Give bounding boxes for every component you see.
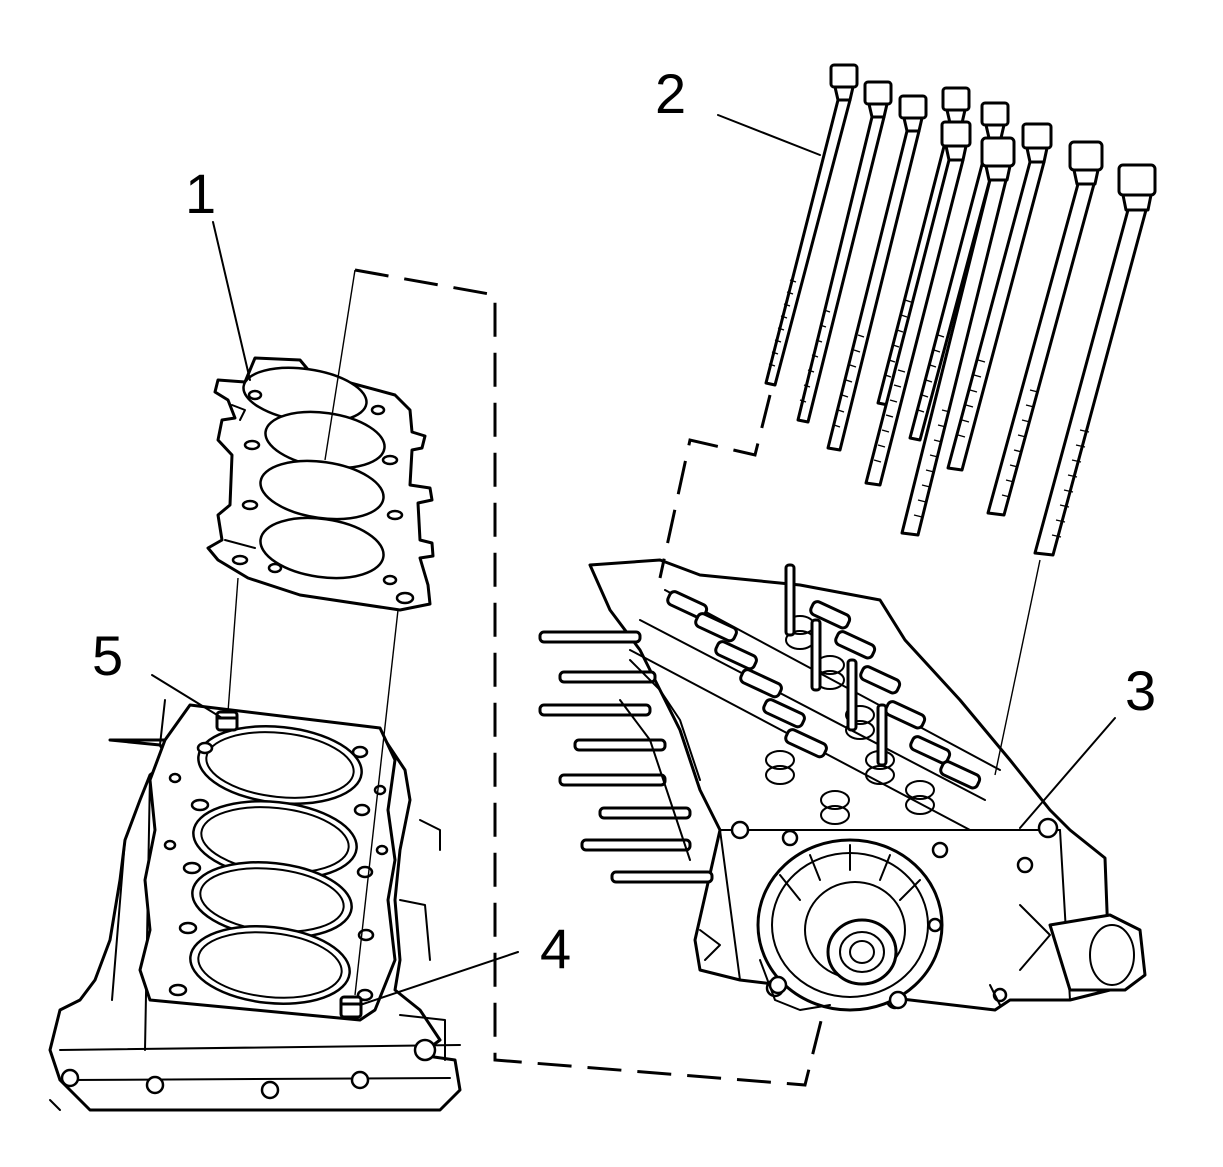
bolt-alignment-dashed-line	[658, 394, 772, 579]
camshaft-actuator	[756, 838, 944, 1012]
dowel-sleeve-4	[339, 995, 363, 1019]
callout-3: 3	[1125, 659, 1156, 722]
callout-2: 2	[655, 62, 686, 125]
cylinder-head-bolts	[764, 63, 1157, 557]
dowel-sleeve-5	[215, 710, 239, 732]
engine-block	[48, 699, 462, 1112]
head-bolt	[900, 136, 1016, 537]
cylinder-head	[538, 558, 1147, 1012]
head-bolt	[864, 120, 972, 487]
head-bolt	[946, 122, 1053, 472]
head-bolt	[796, 80, 893, 424]
callout-5: 5	[92, 624, 123, 687]
head-bolt	[1033, 163, 1157, 557]
callout-4: 4	[540, 917, 571, 980]
head-bolt	[764, 63, 859, 387]
leader-lines	[151, 114, 1116, 1006]
callout-1: 1	[185, 162, 216, 225]
cylinder-head-gasket	[206, 356, 435, 612]
alignment-dashed-bracket	[354, 268, 827, 1087]
head-bolt	[986, 140, 1104, 517]
head-bolt	[826, 94, 928, 452]
